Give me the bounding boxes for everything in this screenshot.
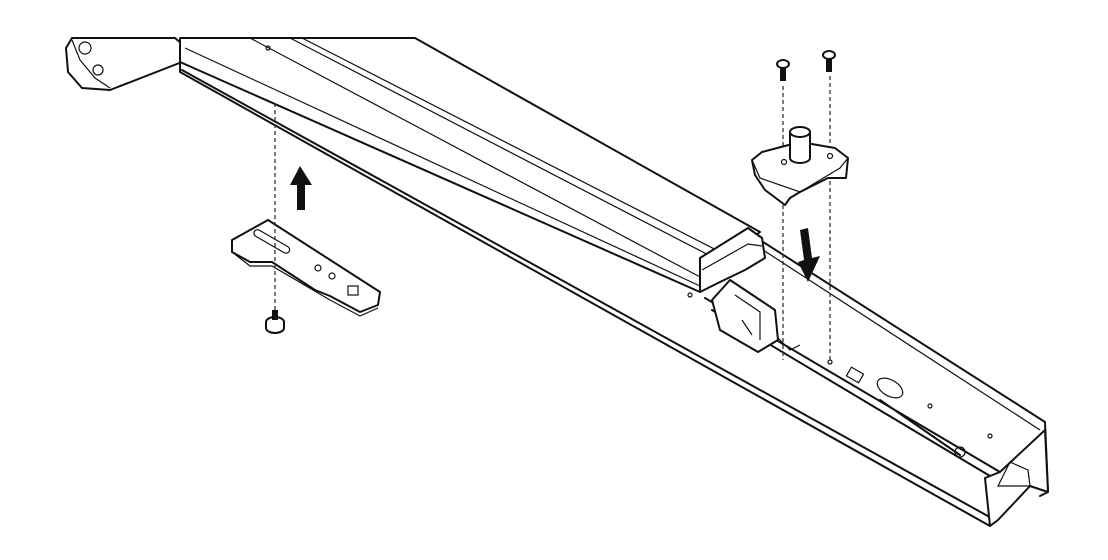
exit-device-rail [179,37,1049,527]
down-arrow-icon [798,228,820,282]
end-cap [699,227,779,353]
up-arrow-icon [290,166,312,210]
plate-screw [265,310,285,334]
mounting-plate [231,219,381,317]
left-end-bracket [65,37,183,91]
hinge-bracket [751,126,849,206]
bracket-screws [776,50,836,81]
